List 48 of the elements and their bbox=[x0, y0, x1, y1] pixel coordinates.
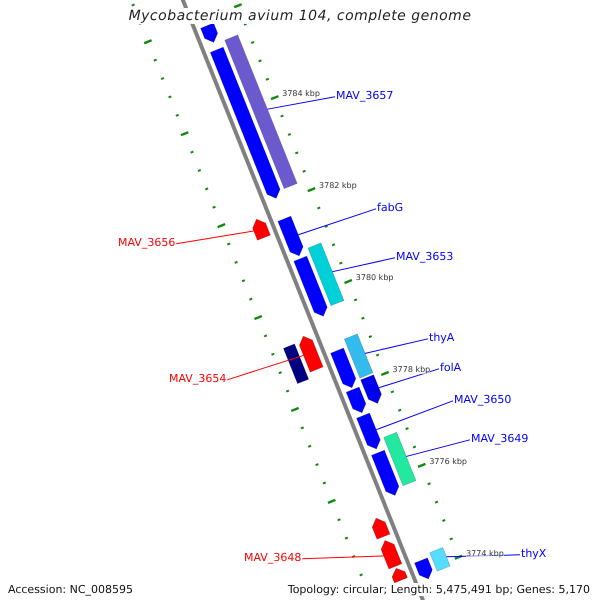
scale-label: 3774 kbp bbox=[466, 549, 504, 558]
gene-label: MAV_3656 bbox=[118, 236, 176, 249]
gene-feature bbox=[360, 374, 382, 404]
gene-feature bbox=[356, 412, 381, 450]
gene-feature bbox=[293, 256, 328, 317]
gene-label: MAV_3654 bbox=[169, 372, 226, 385]
gene-feature bbox=[283, 344, 310, 384]
gene-feature bbox=[372, 518, 390, 540]
scale-label: 3776 kbp bbox=[429, 457, 468, 466]
gene-feature bbox=[210, 46, 280, 199]
gene-label: MAV_3650 bbox=[454, 393, 512, 406]
leader-line bbox=[446, 554, 520, 558]
gene-feature bbox=[308, 242, 344, 306]
gene-feature bbox=[252, 218, 271, 241]
genome-summary-text: Topology: circular; Length: 5,475,491 bp; Genes: 5,170 bbox=[288, 583, 590, 596]
gene-label: thyX bbox=[521, 547, 546, 560]
gene-feature bbox=[429, 547, 451, 572]
leader-line bbox=[176, 230, 254, 244]
gene-feature bbox=[414, 557, 433, 580]
gene-label: MAV_3648 bbox=[244, 551, 302, 564]
gene-feature bbox=[344, 334, 374, 378]
leader-line bbox=[302, 555, 384, 560]
gene-label: MAV_3657 bbox=[336, 89, 394, 102]
leader-line bbox=[406, 439, 470, 457]
scale-label: 3778 kbp bbox=[392, 365, 430, 374]
gene-label: fabG bbox=[377, 201, 404, 214]
leader-line bbox=[364, 338, 428, 354]
scale-label: 3784 kbp bbox=[282, 89, 320, 98]
leader-line bbox=[226, 354, 304, 380]
gene-feature bbox=[330, 348, 356, 388]
gene-feature bbox=[346, 386, 366, 414]
gene-feature bbox=[200, 22, 218, 43]
gene-feature bbox=[299, 336, 324, 373]
accession-text: Accession: NC_008595 bbox=[8, 583, 134, 596]
gene-feature bbox=[383, 432, 416, 486]
scale-label: 3782 kbp bbox=[319, 181, 357, 190]
gene-label: folA bbox=[440, 361, 462, 374]
leader-line bbox=[266, 96, 336, 110]
gene-feature bbox=[371, 450, 400, 496]
scale-label: 3780 kbp bbox=[356, 273, 394, 282]
gene-label: MAV_3649 bbox=[471, 432, 528, 445]
gene-feature bbox=[277, 216, 304, 256]
leader-line bbox=[376, 400, 454, 430]
leader-line bbox=[298, 208, 376, 236]
gene-label: thyA bbox=[429, 331, 454, 344]
gene-label: MAV_3653 bbox=[396, 250, 454, 263]
leader-line bbox=[332, 257, 396, 272]
leader-line bbox=[378, 368, 440, 388]
